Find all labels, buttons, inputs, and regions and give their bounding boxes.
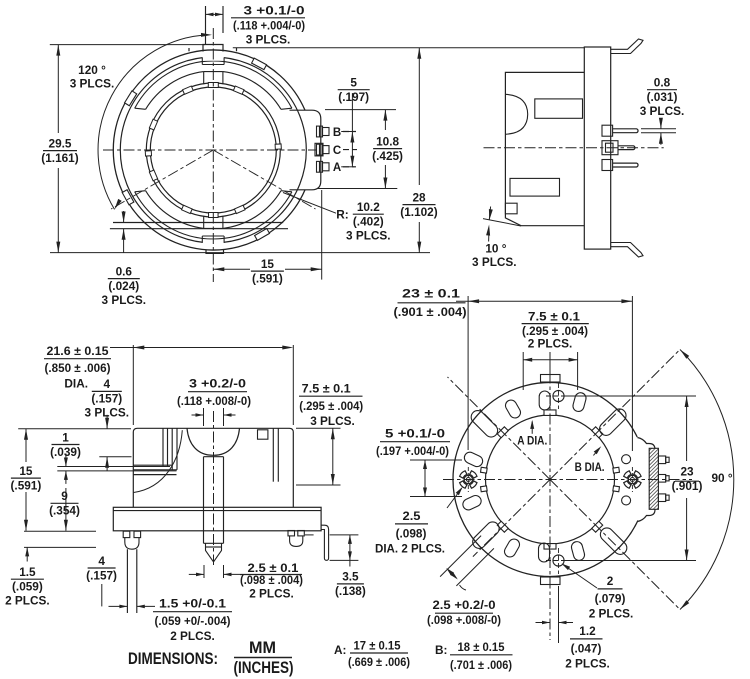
svg-text:120 °: 120 ° — [78, 63, 106, 77]
svg-text:15: 15 — [261, 257, 275, 271]
svg-text:(.079): (.079) — [595, 592, 626, 606]
svg-text:A DIA.: A DIA. — [517, 434, 547, 448]
svg-text:(.850 ± .006): (.850 ± .006) — [45, 361, 111, 375]
svg-text:(.031): (.031) — [647, 90, 678, 104]
svg-text:1.5: 1.5 — [19, 565, 36, 579]
svg-text:(1.102): (1.102) — [400, 205, 437, 219]
svg-text:(.425): (.425) — [372, 149, 403, 163]
svg-text:(.047): (.047) — [571, 642, 602, 656]
svg-text:(.402): (.402) — [353, 215, 384, 229]
svg-text:(.098 +.008/-0): (.098 +.008/-0) — [427, 613, 501, 627]
svg-text:(.197 +.004/-0): (.197 +.004/-0) — [376, 444, 449, 458]
svg-text:3 PLCS.: 3 PLCS. — [85, 406, 130, 420]
svg-text:(.024): (.024) — [108, 279, 139, 293]
svg-text:23 ± 0.1: 23 ± 0.1 — [402, 287, 461, 301]
svg-text:10 °: 10 ° — [485, 242, 506, 256]
svg-text:2 PLCS.: 2 PLCS. — [565, 657, 610, 671]
svg-text:(.591): (.591) — [10, 478, 41, 492]
svg-text:0.8: 0.8 — [654, 76, 671, 90]
svg-text:(.901 ± .004): (.901 ± .004) — [394, 305, 467, 319]
svg-text:(.157): (.157) — [91, 392, 122, 406]
svg-text:3 PLCS.: 3 PLCS. — [246, 33, 291, 47]
svg-text:A: A — [333, 162, 341, 174]
svg-text:3 PLCS.: 3 PLCS. — [640, 104, 685, 118]
svg-text:(.669 ± .006): (.669 ± .006) — [348, 655, 410, 669]
svg-text:(.118 +.004/-0): (.118 +.004/-0) — [233, 19, 305, 33]
svg-text:18 ± 0.15: 18 ± 0.15 — [458, 640, 505, 654]
svg-text:(.295 ± .004): (.295 ± .004) — [299, 399, 363, 413]
svg-text:7.5 ± 0.1: 7.5 ± 0.1 — [302, 382, 351, 396]
svg-text:7.5 ± 0.1: 7.5 ± 0.1 — [528, 309, 580, 323]
svg-text:(.138): (.138) — [335, 584, 366, 598]
svg-text:1.5 +0/-0.1: 1.5 +0/-0.1 — [159, 597, 227, 611]
svg-text:C: C — [333, 145, 341, 157]
svg-text:A:: A: — [334, 643, 346, 657]
svg-text:DIA. 2 PLCS.: DIA. 2 PLCS. — [375, 542, 445, 556]
svg-text:3 +0.1/-0: 3 +0.1/-0 — [244, 4, 306, 18]
svg-text:3 PLCS.: 3 PLCS. — [472, 255, 517, 269]
svg-text:10.8: 10.8 — [376, 134, 399, 148]
svg-text:(.098 ± .004): (.098 ± .004) — [240, 573, 303, 587]
svg-text:(INCHES): (INCHES) — [234, 659, 294, 677]
svg-text:3 PLCS.: 3 PLCS. — [310, 414, 355, 428]
svg-text:2 PLCS.: 2 PLCS. — [528, 337, 573, 351]
svg-text:9: 9 — [61, 489, 68, 503]
svg-text:0.6: 0.6 — [116, 264, 133, 278]
svg-text:23: 23 — [680, 465, 694, 479]
svg-text:10.2: 10.2 — [357, 200, 380, 214]
svg-text:(.157): (.157) — [86, 568, 117, 582]
svg-text:(.901): (.901) — [672, 479, 703, 493]
svg-text:DIMENSIONS:: DIMENSIONS: — [128, 650, 218, 668]
svg-text:15: 15 — [19, 464, 33, 478]
svg-text:B DIA.: B DIA. — [575, 460, 605, 474]
svg-text:2 PLCS.: 2 PLCS. — [589, 607, 634, 621]
svg-text:(.197): (.197) — [338, 90, 369, 104]
svg-text:(.591): (.591) — [252, 271, 283, 285]
svg-text:(.701 ± .006): (.701 ± .006) — [450, 658, 512, 672]
svg-text:4: 4 — [98, 554, 105, 568]
svg-text:3.5: 3.5 — [342, 570, 359, 584]
svg-text:3 +0.2/-0: 3 +0.2/-0 — [189, 377, 247, 391]
svg-text:90 °: 90 ° — [711, 471, 732, 485]
svg-text:3 PLCS.: 3 PLCS. — [70, 77, 115, 91]
svg-text:MM: MM — [249, 639, 276, 657]
svg-text:21.6 ± 0.15: 21.6 ± 0.15 — [47, 344, 109, 358]
svg-text:2: 2 — [607, 574, 614, 588]
svg-text:B: B — [333, 127, 341, 139]
svg-text:(.295 ± .004): (.295 ± .004) — [522, 324, 588, 338]
svg-text:2 PLCS.: 2 PLCS. — [5, 594, 50, 608]
svg-text:(.039): (.039) — [50, 445, 81, 459]
svg-text:2 PLCS.: 2 PLCS. — [170, 629, 215, 643]
svg-text:2.5 +0.2/-0: 2.5 +0.2/-0 — [433, 598, 496, 612]
svg-text:5: 5 — [350, 76, 357, 90]
svg-text:1: 1 — [62, 430, 69, 444]
svg-text:(.098): (.098) — [396, 527, 427, 541]
svg-text:3 PLCS.: 3 PLCS. — [346, 229, 391, 243]
svg-text:2 PLCS.: 2 PLCS. — [249, 587, 294, 601]
svg-text:29.5: 29.5 — [49, 136, 72, 150]
svg-text:17 ± 0.15: 17 ± 0.15 — [354, 639, 401, 653]
svg-text:(.059 +0/-.004): (.059 +0/-.004) — [155, 614, 231, 628]
svg-text:3 PLCS.: 3 PLCS. — [102, 293, 147, 307]
svg-text:(.059): (.059) — [12, 580, 43, 594]
svg-text:(.118 +.008/-0): (.118 +.008/-0) — [177, 394, 251, 408]
svg-text:(1.161): (1.161) — [41, 151, 78, 165]
svg-text:R:: R: — [336, 208, 348, 222]
svg-text:DIA.: DIA. — [64, 377, 88, 391]
svg-text:(.354): (.354) — [49, 504, 80, 518]
svg-text:B:: B: — [435, 643, 447, 657]
svg-text:1.2: 1.2 — [579, 624, 596, 638]
svg-text:28: 28 — [412, 190, 426, 204]
svg-text:5 +0.1/-0: 5 +0.1/-0 — [385, 427, 446, 441]
svg-text:4: 4 — [104, 377, 111, 391]
svg-text:2.5 ± 0.1: 2.5 ± 0.1 — [248, 561, 299, 575]
svg-text:2.5: 2.5 — [403, 509, 421, 523]
